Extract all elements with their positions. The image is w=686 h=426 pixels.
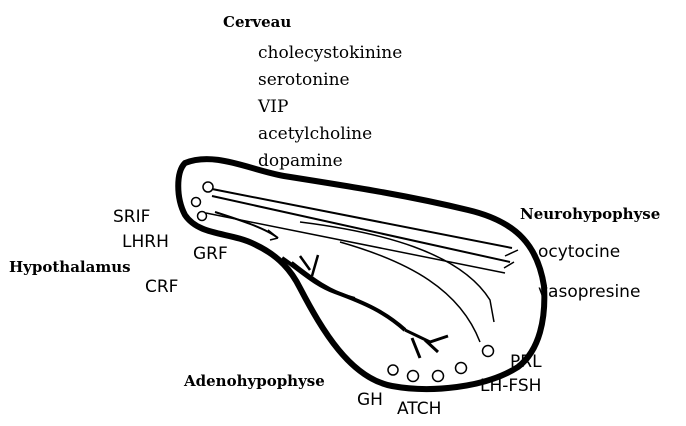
adenohypophyse-title: Adenohypophyse <box>184 374 325 389</box>
brain-item-dopamine: dopamine <box>258 153 343 170</box>
hormone-vasopresine: vasopresine <box>538 284 640 301</box>
axon-tract <box>212 196 510 262</box>
brain-item-serotonine: serotonine <box>258 72 350 89</box>
brain-item-acetylcholine: acetylcholine <box>258 126 372 143</box>
hormone-srif: SRIF <box>113 209 150 226</box>
neuron-body <box>192 198 201 207</box>
hormone-ocytocine: ocytocine <box>538 244 620 261</box>
hypothalamus-title: Hypothalamus <box>9 260 131 275</box>
neuron-body <box>203 182 213 192</box>
portal-vessel <box>405 330 448 358</box>
hormone-prl: PRL <box>510 354 542 371</box>
cell-gh <box>388 365 398 375</box>
brain-item-cholecystokinine: cholecystokinine <box>258 45 402 62</box>
brain-item-vip: VIP <box>258 99 288 116</box>
hormone-gh: GH <box>357 392 383 409</box>
hormone-grf: GRF <box>193 246 228 263</box>
neuron-body <box>198 212 207 221</box>
cell-atch <box>408 371 419 382</box>
cell-prl <box>483 346 494 357</box>
neurohypophyse-title: Neurohypophyse <box>520 207 660 222</box>
hormone-lh-fsh: LH-FSH <box>480 378 541 395</box>
hormone-crf: CRF <box>145 279 178 296</box>
axon-terminal <box>504 250 518 268</box>
brain-title: Cerveau <box>223 15 291 30</box>
cell-lh-fsh-1 <box>433 371 444 382</box>
hormone-lhrh: LHRH <box>122 234 169 251</box>
cell-lh-fsh-2 <box>456 363 467 374</box>
axon-tract <box>212 189 512 248</box>
vessel-arc <box>340 242 480 342</box>
hormone-atch: ATCH <box>397 401 441 418</box>
